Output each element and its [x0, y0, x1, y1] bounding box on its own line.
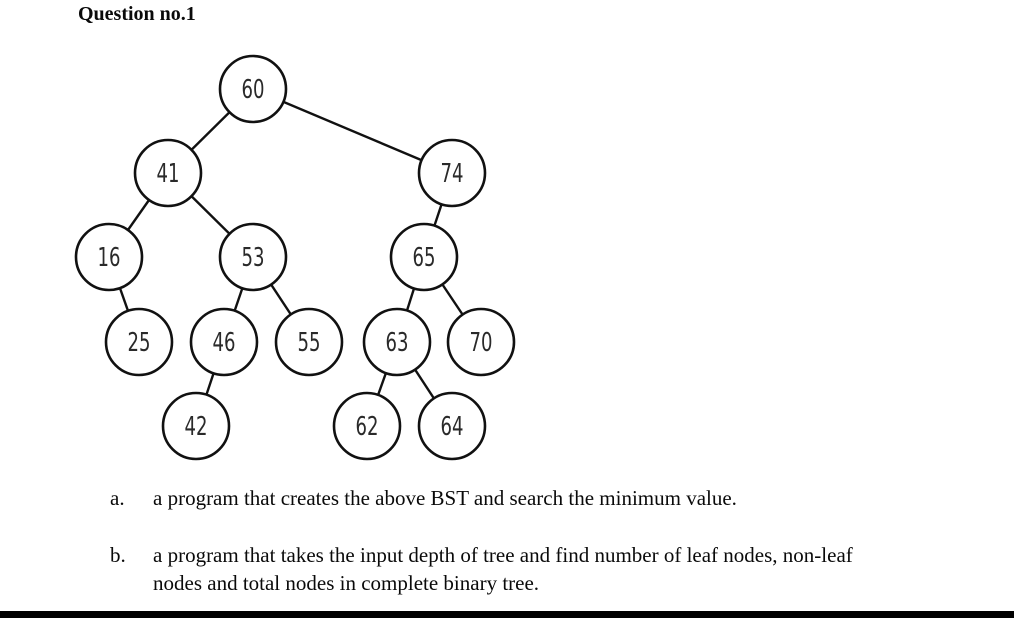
tree-node-circle	[274, 307, 344, 377]
tree-node-circle	[417, 138, 487, 208]
tree-edge-60-74	[252, 87, 453, 175]
tree-node-70: 70	[446, 307, 516, 377]
tree-node-circle	[362, 307, 432, 377]
tree-node-value: 65	[413, 243, 436, 273]
tree-node-62: 62	[332, 391, 402, 461]
tree-node-74: 74	[417, 138, 487, 208]
tree-node-46: 46	[189, 307, 259, 377]
tree-node-value: 42	[185, 412, 208, 442]
tree-node-63: 63	[362, 307, 432, 377]
item-b-text: a program that takes the input depth of …	[153, 541, 990, 597]
tree-node-circle	[218, 54, 288, 124]
tree-node-circle	[74, 222, 144, 292]
tree-node-value: 70	[470, 328, 493, 358]
tree-node-41: 41	[133, 138, 203, 208]
tree-node-value: 46	[213, 328, 236, 358]
tree-node-circle	[417, 391, 487, 461]
tree-node-value: 25	[128, 328, 151, 358]
tree-node-25: 25	[104, 307, 174, 377]
question-item-a: a. a program that creates the above BST …	[110, 484, 990, 512]
tree-node-circle	[189, 307, 259, 377]
item-a-line-1: a program that creates the above BST and…	[153, 486, 737, 510]
tree-node-value: 63	[386, 328, 409, 358]
item-b-line-1: a program that takes the input depth of …	[153, 543, 853, 567]
tree-node-circle	[389, 222, 459, 292]
tree-node-55: 55	[274, 307, 344, 377]
tree-node-60: 60	[218, 54, 288, 124]
tree-node-circle	[104, 307, 174, 377]
question-title: Question no.1	[78, 3, 196, 25]
tree-node-value: 62	[356, 412, 379, 442]
tree-node-42: 42	[161, 391, 231, 461]
tree-node-circle	[161, 391, 231, 461]
tree-node-circle	[332, 391, 402, 461]
item-b-line-2: nodes and total nodes in complete binary…	[153, 571, 540, 595]
tree-node-64: 64	[417, 391, 487, 461]
item-a-label: a.	[110, 486, 125, 510]
tree-node-circle	[133, 138, 203, 208]
tree-node-value: 74	[441, 159, 464, 189]
bottom-rule	[0, 611, 1014, 618]
tree-node-53: 53	[218, 222, 288, 292]
tree-node-circle	[446, 307, 516, 377]
tree-node-value: 53	[242, 243, 265, 273]
tree-node-circle	[218, 222, 288, 292]
tree-node-65: 65	[389, 222, 459, 292]
tree-node-value: 16	[98, 243, 121, 273]
item-b-label: b.	[110, 543, 126, 567]
question-item-b: b. a program that takes the input depth …	[110, 541, 990, 597]
item-a-text: a program that creates the above BST and…	[153, 484, 990, 512]
tree-node-16: 16	[74, 222, 144, 292]
tree-node-value: 60	[242, 75, 265, 105]
tree-node-value: 41	[157, 159, 180, 189]
tree-node-value: 55	[298, 328, 321, 358]
tree-node-value: 64	[441, 412, 464, 442]
bst-diagram: 60 41 74 16 53 65 25 46 55 63 70 42 62 64	[74, 54, 516, 461]
